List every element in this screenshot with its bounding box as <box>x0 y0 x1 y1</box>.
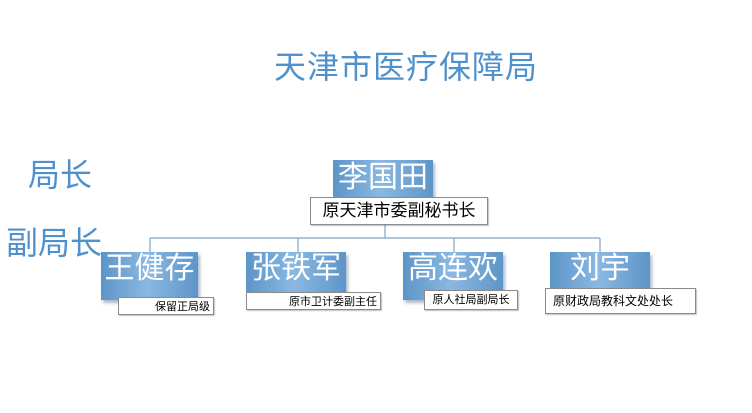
deputy-name-box-1: 王健存 <box>101 251 198 300</box>
deputy-name-1: 王健存 <box>104 251 195 286</box>
deputy-name-2: 张铁军 <box>251 251 341 286</box>
deputy-role-4: 原财政局教科文处处长 <box>553 294 674 308</box>
deputy-name-4: 刘宇 <box>570 251 630 286</box>
deputy-name-3: 高连欢 <box>408 251 498 286</box>
deputy-role-2: 原市卫计委副主任 <box>289 295 377 308</box>
deputy-role-1: 保留正局级 <box>155 300 210 313</box>
deputy-role-3: 原人社局副局长 <box>432 293 510 306</box>
director-role: 原天津市委副秘书长 <box>322 201 476 221</box>
deputy-role-box-2: 原市卫计委副主任 <box>246 292 381 310</box>
director-name-box: 李国田 <box>333 160 433 203</box>
rank-label-director: 局长 <box>28 156 93 194</box>
director-role-box: 原天津市委副秘书长 <box>310 197 488 225</box>
rank-label-deputy: 副局长 <box>6 224 103 262</box>
deputy-name-box-4: 刘宇 <box>550 251 650 294</box>
org-title: 天津市医疗保障局 <box>273 48 538 86</box>
director-name: 李国田 <box>338 160 428 195</box>
deputy-role-box-3: 原人社局副局长 <box>424 290 518 310</box>
deputy-role-box-1: 保留正局级 <box>118 297 214 315</box>
deputy-role-box-4: 原财政局教科文处处长 <box>545 288 696 314</box>
